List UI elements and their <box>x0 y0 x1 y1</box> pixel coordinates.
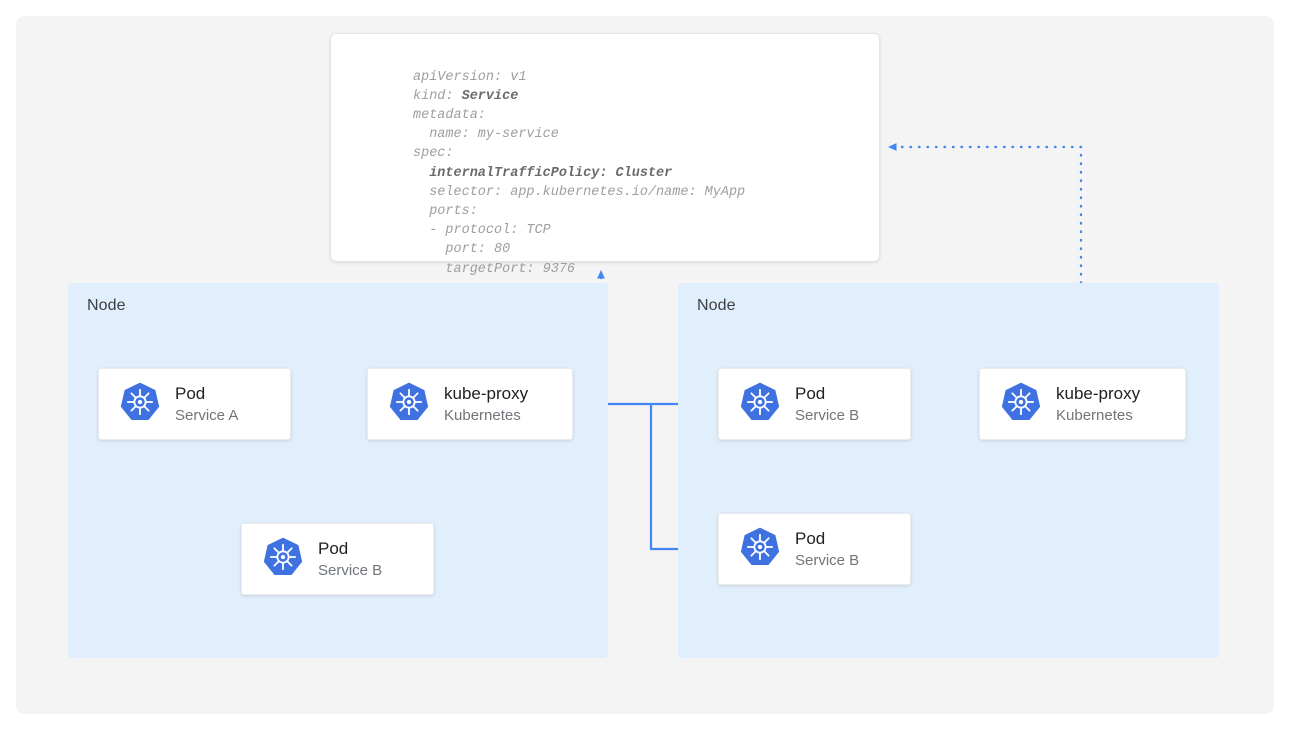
node-box-left: Node <box>68 283 608 658</box>
card-pod-service-b-right-upper[interactable]: Pod Service B <box>718 368 911 440</box>
card-title: Pod <box>795 528 826 548</box>
card-pod-service-a[interactable]: Pod Service A <box>98 368 291 440</box>
card-subtitle: Service B <box>795 551 860 569</box>
card-subtitle: Kubernetes <box>1056 406 1133 424</box>
kubernetes-icon <box>388 381 430 428</box>
service-yaml-panel: apiVersion: v1 kind: Service metadata: n… <box>330 33 880 277</box>
kubernetes-icon <box>262 536 304 583</box>
service-yaml-text: apiVersion: v1 kind: Service metadata: n… <box>413 69 746 277</box>
card-title: kube-proxy <box>444 383 529 403</box>
kubernetes-icon <box>119 381 161 428</box>
card-kube-proxy-right[interactable]: kube-proxy Kubernetes <box>979 368 1186 440</box>
card-subtitle: Service A <box>175 406 239 424</box>
card-title: kube-proxy <box>1056 383 1141 403</box>
card-pod-service-b-left[interactable]: Pod Service B <box>241 523 434 595</box>
node-box-right: Node <box>678 283 1219 658</box>
card-kube-proxy-left[interactable]: kube-proxy Kubernetes <box>367 368 573 440</box>
node-label-right: Node <box>697 297 736 314</box>
kubernetes-icon <box>1000 381 1042 428</box>
card-pod-service-b-right-lower[interactable]: Pod Service B <box>718 513 911 585</box>
kubernetes-icon <box>739 381 781 428</box>
kubernetes-icon <box>739 526 781 573</box>
card-subtitle: Service B <box>318 561 383 579</box>
card-subtitle: Kubernetes <box>444 406 521 424</box>
node-label-left: Node <box>87 297 126 314</box>
card-subtitle: Service B <box>795 406 860 424</box>
card-title: Pod <box>795 383 826 403</box>
card-title: Pod <box>175 383 206 403</box>
card-title: Pod <box>318 538 349 558</box>
